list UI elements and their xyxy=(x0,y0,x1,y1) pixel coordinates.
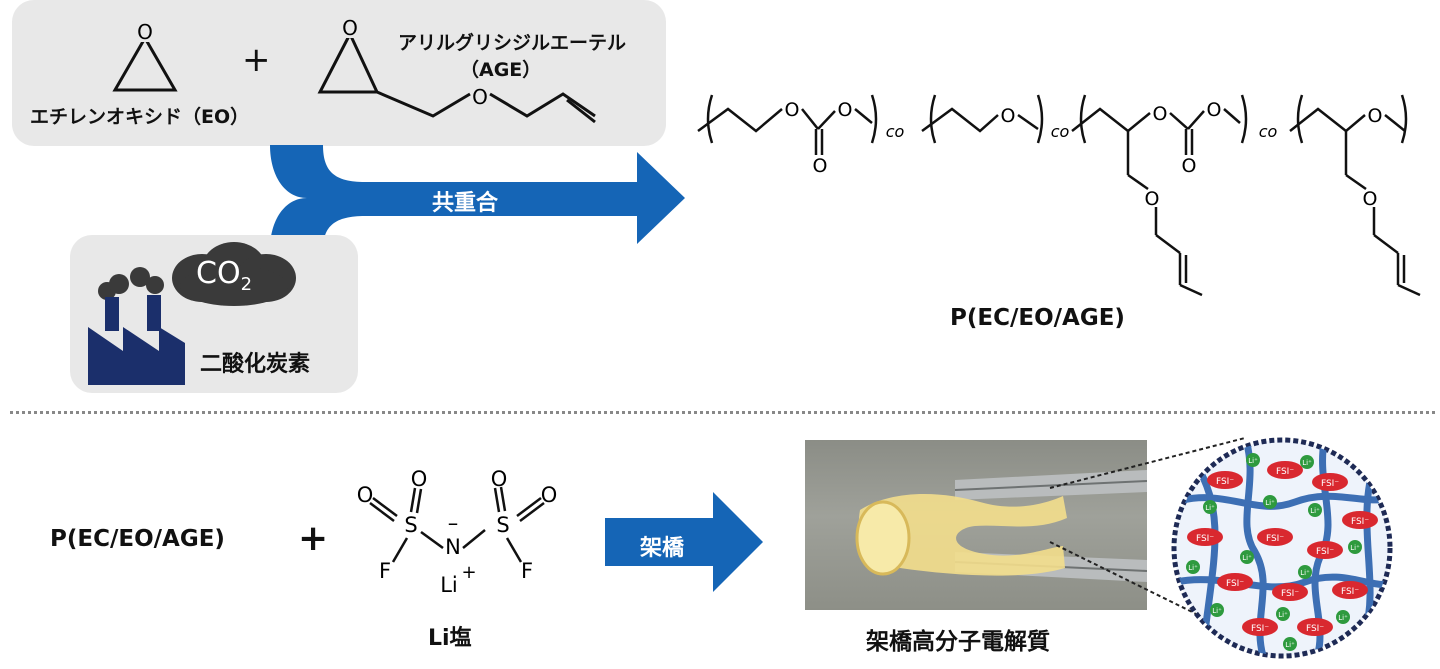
li-ion-label: Li⁺ xyxy=(1188,564,1198,572)
age-label-line1: アリルグリシジルエーテル xyxy=(398,32,627,54)
o-atom-3: O xyxy=(813,155,828,177)
fsi-ion-label: FSI⁻ xyxy=(1341,587,1359,597)
fsi-ion-label: FSI⁻ xyxy=(1251,624,1269,634)
crosslink-label: 架橋 xyxy=(640,536,685,561)
eo-molecule: O xyxy=(112,20,178,92)
lifsi-s-1: S xyxy=(404,513,417,537)
o-atom-6: O xyxy=(1207,99,1222,121)
lifsi-plus: + xyxy=(461,562,476,583)
li-ion-label: Li⁺ xyxy=(1302,459,1312,467)
fsi-ion-label: FSI⁻ xyxy=(1351,517,1369,527)
li-ion-label: Li⁺ xyxy=(1300,569,1310,577)
network-zoom-circle: FSI⁻ FSI⁻ FSI⁻ FSI⁻ FSI⁻ FSI⁻ FSI⁻ FSI⁻ … xyxy=(1171,437,1393,659)
li-ion-label: Li⁺ xyxy=(1265,499,1275,507)
copolymerization-arrow xyxy=(270,145,685,250)
lifsi-o-2: O xyxy=(411,470,428,491)
lifsi-molecule: O O S F N – O S O F Li + xyxy=(357,470,558,597)
co2-caption: 二酸化炭素 xyxy=(200,352,311,377)
lifsi-o-1: O xyxy=(357,483,374,507)
o-atom-7: O xyxy=(1182,155,1197,177)
polymer-structure: O O O O O O O O O O co co co xyxy=(697,94,1421,297)
fsi-ion-label: FSI⁻ xyxy=(1306,624,1324,634)
eo-label: エチレンオキシド（EO） xyxy=(30,106,250,128)
fsi-ion-label: FSI⁻ xyxy=(1216,477,1234,487)
o-atom-1: O xyxy=(785,99,800,121)
li-ion-label: Li⁺ xyxy=(1248,457,1258,465)
lifsi-f-2: F xyxy=(521,559,533,583)
o-atom-4: O xyxy=(1001,105,1016,127)
eo-oxygen-label: O xyxy=(137,20,153,44)
age-epoxide-oxygen: O xyxy=(342,16,358,40)
fsi-ions: FSI⁻ FSI⁻ FSI⁻ FSI⁻ FSI⁻ FSI⁻ FSI⁻ FSI⁻ … xyxy=(1187,461,1378,636)
crosslink-arrow xyxy=(605,492,763,592)
age-label-line2: （AGE） xyxy=(460,59,542,81)
age-ether-oxygen: O xyxy=(472,85,488,109)
electrolyte-photo-art xyxy=(855,470,1147,582)
polymer-name-top: P(EC/EO/AGE) xyxy=(950,305,1125,331)
section-divider xyxy=(10,411,1435,414)
li-ion-label: Li⁺ xyxy=(1285,641,1295,649)
li-ion-label: Li⁺ xyxy=(1242,554,1252,562)
lifsi-li: Li xyxy=(440,573,458,597)
lifsi-f-1: F xyxy=(379,559,391,583)
fsi-ion-label: FSI⁻ xyxy=(1316,547,1334,557)
lifsi-minus: – xyxy=(448,511,459,535)
lifsi-o-3: O xyxy=(491,470,508,491)
o-atom-8: O xyxy=(1145,188,1160,210)
lifsi-n: N xyxy=(445,535,461,559)
plus-sign-bottom: + xyxy=(298,518,329,559)
lifsi-o-4: O xyxy=(541,483,558,507)
plus-sign-top: + xyxy=(242,40,271,80)
co2-text: CO xyxy=(196,256,241,291)
li-ions: Li⁺ Li⁺ Li⁺ Li⁺ Li⁺ Li⁺ Li⁺ Li⁺ Li⁺ Li⁺ … xyxy=(1186,453,1362,651)
fsi-ion-label: FSI⁻ xyxy=(1276,467,1294,477)
zoom-lines xyxy=(1049,437,1246,639)
co2-formula: CO2 xyxy=(196,256,252,295)
li-ion-label: Li⁺ xyxy=(1278,611,1288,619)
polymer-name-bottom: P(EC/EO/AGE) xyxy=(50,526,225,552)
o-atom-2: O xyxy=(838,99,853,121)
o-atom-5: O xyxy=(1153,103,1168,125)
fsi-ion-label: FSI⁻ xyxy=(1281,589,1299,599)
o-atom-10: O xyxy=(1363,188,1378,210)
factory-icon xyxy=(88,267,185,385)
fsi-ion-label: FSI⁻ xyxy=(1266,534,1284,544)
copolymerization-label: 共重合 xyxy=(432,191,499,216)
li-salt-label: Li塩 xyxy=(428,626,472,651)
li-ion-label: Li⁺ xyxy=(1350,544,1360,552)
co-label-1: co xyxy=(886,122,905,141)
fsi-ion-label: FSI⁻ xyxy=(1321,479,1339,489)
photo-caption: 架橋高分子電解質 xyxy=(866,629,1050,655)
fsi-ion-label: FSI⁻ xyxy=(1196,534,1214,544)
co-label-2: co xyxy=(1051,122,1070,141)
li-ion-label: Li⁺ xyxy=(1338,614,1348,622)
electrolyte-photo xyxy=(805,440,1147,610)
co2-subscript: 2 xyxy=(240,274,253,295)
li-ion-label: Li⁺ xyxy=(1212,607,1222,615)
lifsi-s-2: S xyxy=(496,513,509,537)
co2-cloud-icon xyxy=(172,242,296,306)
fsi-ion-label: FSI⁻ xyxy=(1226,579,1244,589)
co-label-3: co xyxy=(1259,122,1278,141)
o-atom-9: O xyxy=(1368,105,1383,127)
li-ion-label: Li⁺ xyxy=(1205,504,1215,512)
li-ion-label: Li⁺ xyxy=(1310,507,1320,515)
age-molecule: O O xyxy=(317,16,596,124)
